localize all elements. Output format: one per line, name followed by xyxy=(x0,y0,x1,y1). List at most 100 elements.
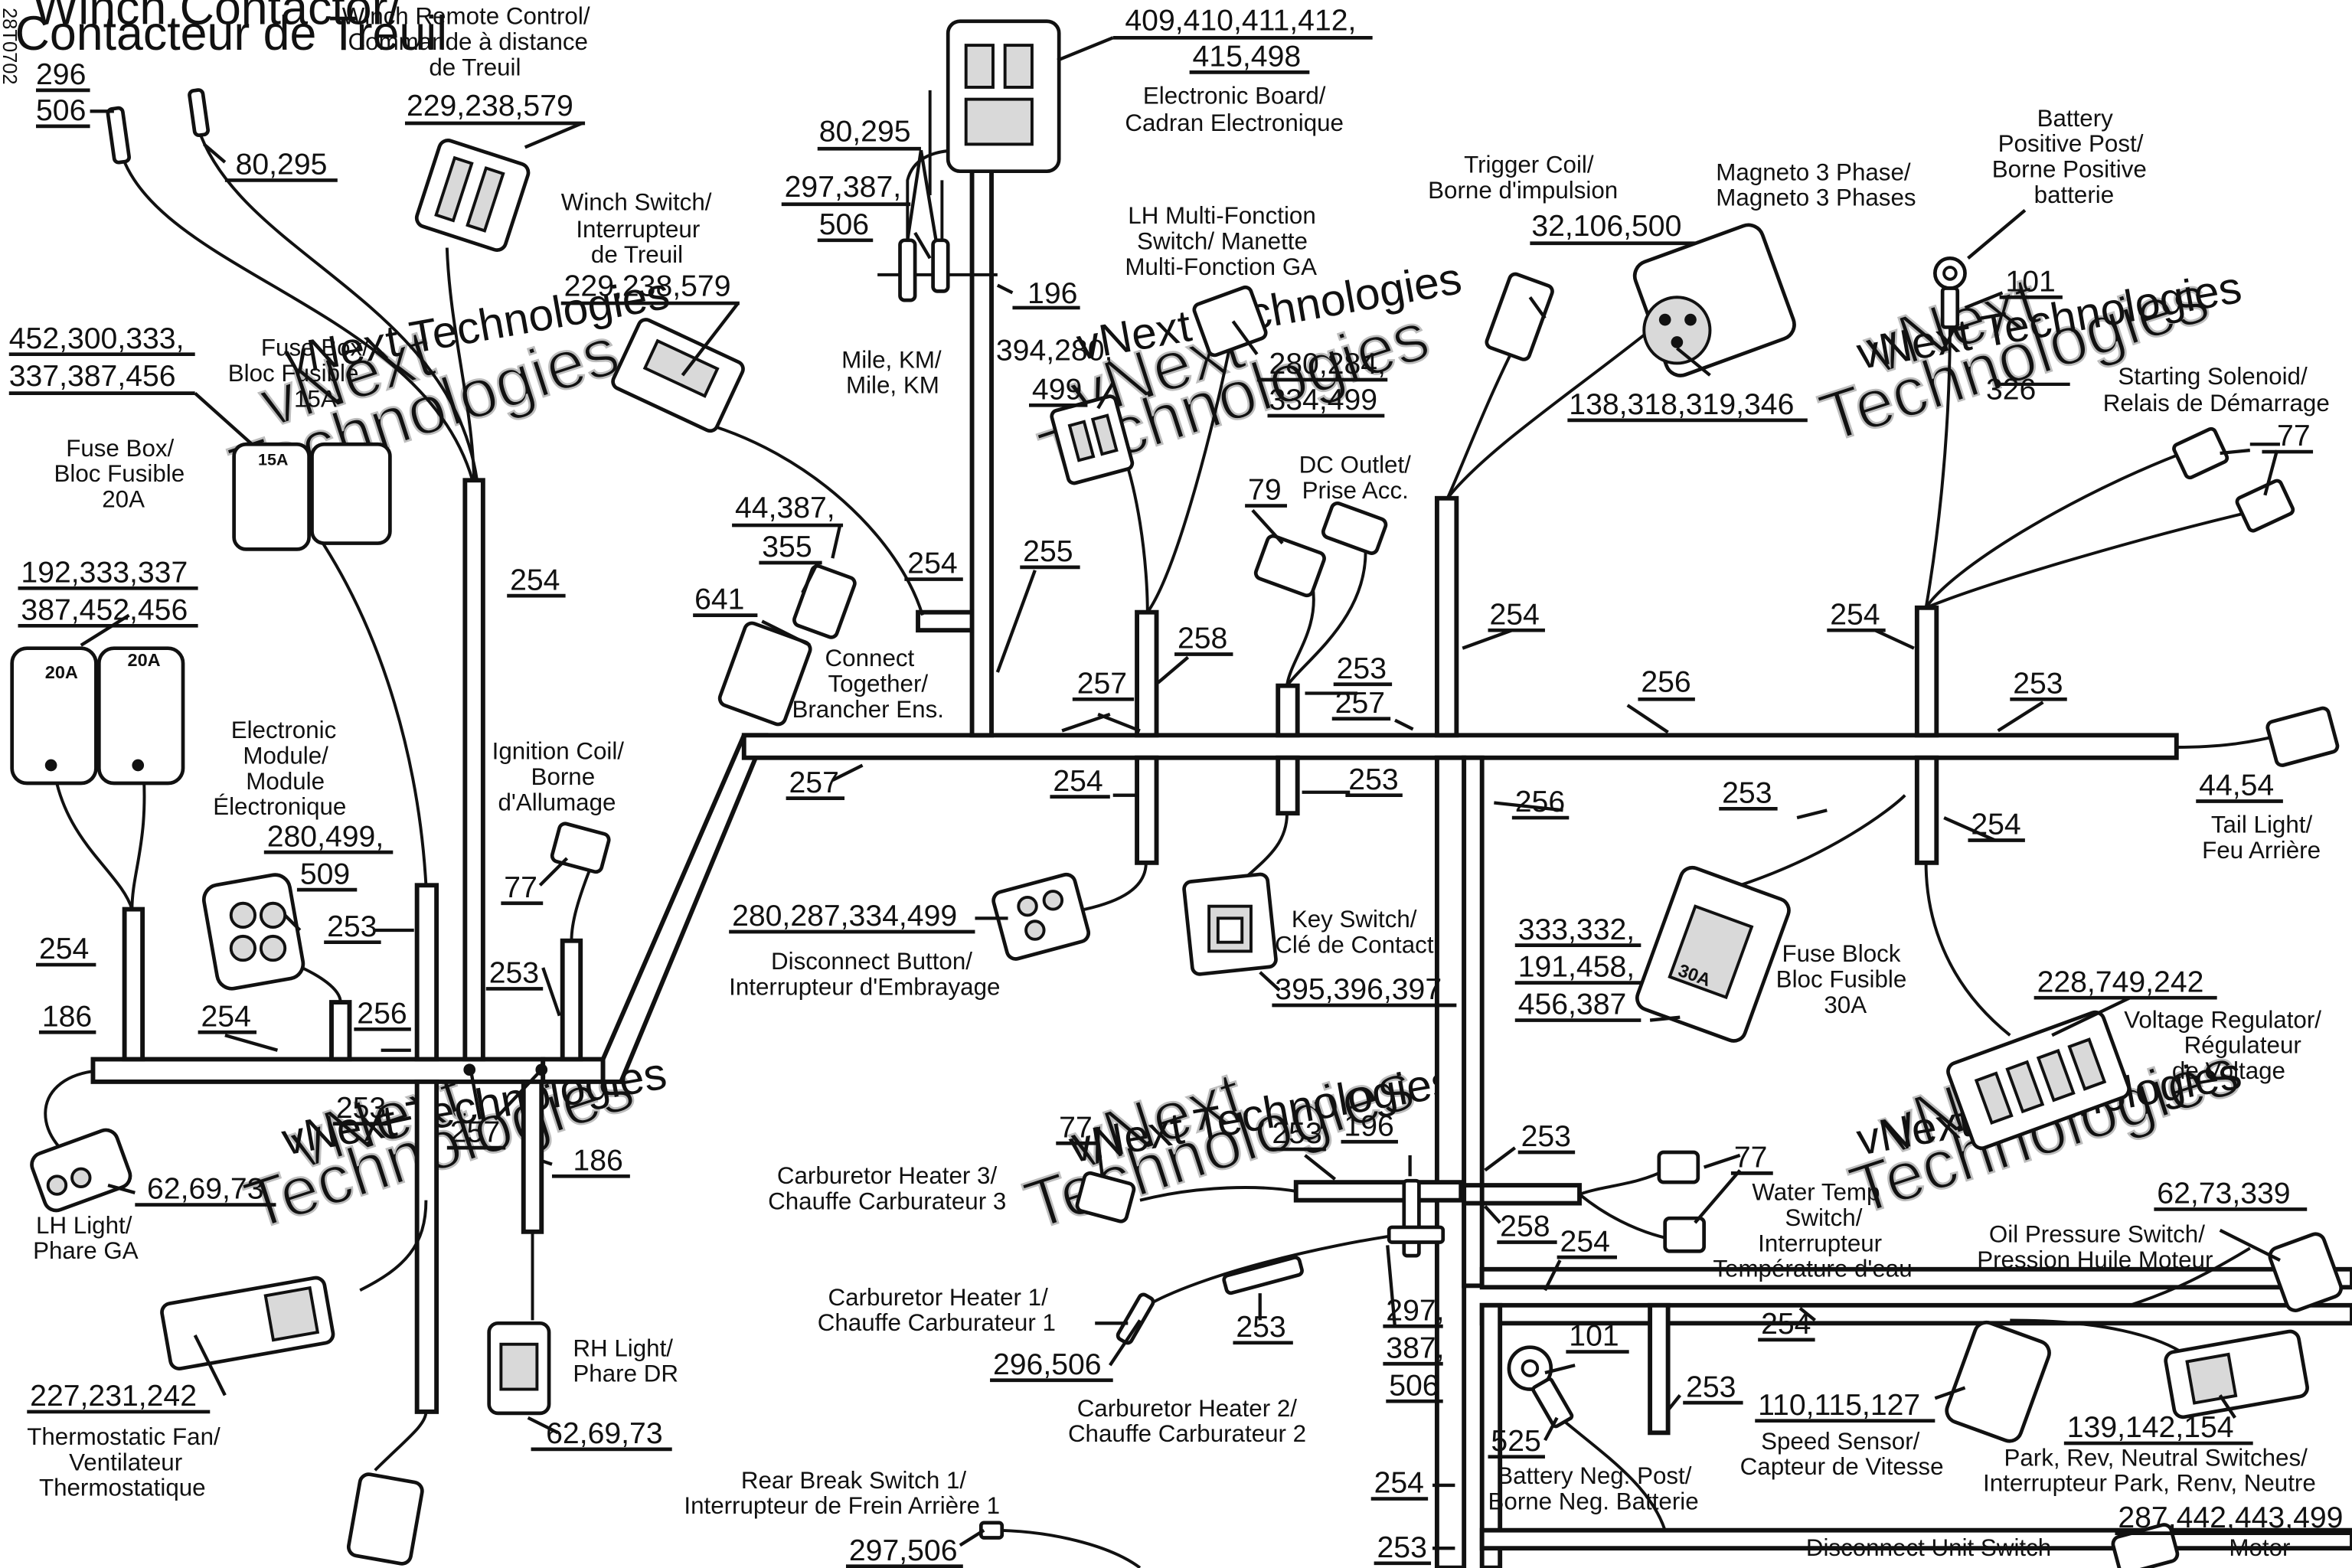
label-mile-km: Mile, KM/ xyxy=(841,346,942,373)
document-code: 28T0702 xyxy=(0,8,20,84)
wire xyxy=(692,419,924,616)
part-number: 253 xyxy=(1521,1120,1571,1153)
winch-switch-connector xyxy=(611,318,745,433)
harness-trunk xyxy=(90,1057,546,1084)
harness-trunk xyxy=(1434,755,1467,1568)
label-winch-contactor: Contacteur de Treuil xyxy=(15,7,448,60)
bottom-left-connector xyxy=(346,1472,424,1566)
label-carb-heater-2: Carburetor Heater 2/ xyxy=(1077,1395,1298,1422)
label-disconnect-button: Disconnect Button/ xyxy=(771,948,972,975)
part-number: 254 xyxy=(1374,1467,1424,1500)
part-number: 280,284, xyxy=(1269,348,1385,381)
label-fuse-block-30a: 30A xyxy=(1824,991,1867,1018)
part-number: 253 xyxy=(489,957,539,990)
label-carb-heater-1: Carburetor Heater 1/ xyxy=(828,1284,1048,1311)
part-number: 229,238,579 xyxy=(407,90,573,122)
label-carb-heater-2: Chauffe Carburateur 2 xyxy=(1068,1420,1306,1447)
part-number: 395,396,397 xyxy=(1275,973,1442,1006)
wire xyxy=(130,757,146,910)
label-battery-negative: Borne Neg. Batterie xyxy=(1488,1488,1699,1514)
harness-trunk xyxy=(1479,1183,1582,1206)
label-starting-solenoid: Starting Solenoid/ xyxy=(2118,363,2308,390)
label-water-temp: Interrupteur xyxy=(1758,1230,1882,1256)
part-number: 80,295 xyxy=(819,115,911,148)
harness-trunk xyxy=(1276,683,1300,738)
label-lh-light: LH Light/ xyxy=(36,1212,132,1239)
label-fuse-box-15a: 15A xyxy=(294,385,337,412)
part-number: 62,69,73 xyxy=(546,1417,662,1450)
label-mile-km: Mile, KM xyxy=(846,372,939,399)
wire xyxy=(1146,1231,1440,1307)
harness-trunk xyxy=(916,609,975,633)
wire xyxy=(2129,1246,2251,1307)
part-number: 44,387, xyxy=(735,492,835,524)
rh-light-connector xyxy=(487,1321,551,1416)
label-thermostatic-fan: Thermostatique xyxy=(39,1475,206,1501)
label-battery-positive: Battery xyxy=(2037,105,2114,132)
part-number: 110,115,127 xyxy=(1758,1389,1920,1422)
part-number: 253 xyxy=(2013,667,2063,700)
part-number: 257 xyxy=(789,766,839,799)
wire xyxy=(1924,322,1952,609)
label-electronic-module: Electronic xyxy=(231,717,337,743)
wire xyxy=(1924,862,2011,1037)
wire xyxy=(196,127,479,481)
part-number: 333,332, xyxy=(1518,913,1635,946)
part-number: 139,142,154 xyxy=(2067,1411,2234,1444)
magneto-connector xyxy=(1632,223,1796,377)
part-number: 355 xyxy=(762,531,812,564)
harness-trunk xyxy=(122,906,145,1062)
rear-brake-switch-terminal xyxy=(978,1521,1004,1540)
wire xyxy=(1285,540,1367,687)
label-carb-heater-1: Chauffe Carburateur 1 xyxy=(818,1309,1056,1336)
label-trigger-coil: Trigger Coil/ xyxy=(1464,152,1594,178)
harness-trunk xyxy=(1479,1266,2352,1290)
part-number: 254 xyxy=(1761,1308,1811,1341)
part-number: 506 xyxy=(1389,1369,1439,1402)
part-number: 254 xyxy=(1489,598,1539,631)
harness-trunk xyxy=(1293,1180,1464,1203)
label-key-switch: Clé de Contact xyxy=(1275,931,1434,958)
part-number: 258 xyxy=(1178,622,1227,655)
label-carb-heater-3: Carburetor Heater 3/ xyxy=(777,1162,998,1189)
part-number: 255 xyxy=(1023,535,1073,568)
label-water-temp: Water Temp xyxy=(1752,1179,1880,1206)
part-number: 525 xyxy=(1491,1425,1540,1458)
part-number: 257 xyxy=(1335,687,1385,720)
part-number: 253 xyxy=(1686,1370,1736,1403)
key-switch xyxy=(1182,872,1278,976)
label-carb-heater-3: Chauffe Carburateur 3 xyxy=(768,1187,1006,1214)
wire xyxy=(2176,733,2281,749)
label-key-switch: Key Switch/ xyxy=(1292,906,1417,933)
label-disconnect-unit-switch: Disconnect Unit Switch xyxy=(1806,1534,2051,1561)
label-fuse-block-30a: Fuse Block xyxy=(1782,940,1901,967)
part-number: 258 xyxy=(1500,1210,1550,1243)
label-trigger-coil: Borne d'impulsion xyxy=(1428,177,1618,204)
electronic-board-connector xyxy=(946,19,1061,174)
label-connect-together: Connect xyxy=(825,645,915,671)
park-rev-neutral-connector xyxy=(2164,1329,2309,1419)
part-number: 253 xyxy=(1377,1531,1427,1564)
wire xyxy=(359,1200,428,1292)
part-number: 77 xyxy=(504,871,537,904)
part-number: 192,333,337 xyxy=(21,556,188,589)
wire xyxy=(1139,1186,1297,1202)
part-number: 337,387,456 xyxy=(9,360,176,393)
part-number: 641 xyxy=(694,583,744,616)
part-number: 227,231,242 xyxy=(30,1380,197,1413)
label-winch-switch: Winch Switch/ xyxy=(561,189,712,216)
label-winch-switch: de Treuil xyxy=(591,241,683,268)
label-magneto: Magneto 3 Phases xyxy=(1716,185,1916,211)
part-number: 186 xyxy=(573,1144,622,1177)
part-number: 387, xyxy=(1386,1331,1444,1364)
wire xyxy=(1285,585,1315,686)
part-number: 254 xyxy=(39,933,89,965)
fuse-block-30a: 30A xyxy=(1635,865,1791,1043)
trigger-coil-connector xyxy=(1485,272,1554,361)
winch-contactor-terminals xyxy=(106,88,210,165)
label-battery-positive: batterie xyxy=(2034,181,2115,208)
label-fuse-box-15a: Bloc Fusible xyxy=(228,360,359,387)
wire xyxy=(1579,1168,1666,1196)
label-ignition-coil: Borne xyxy=(531,763,596,790)
